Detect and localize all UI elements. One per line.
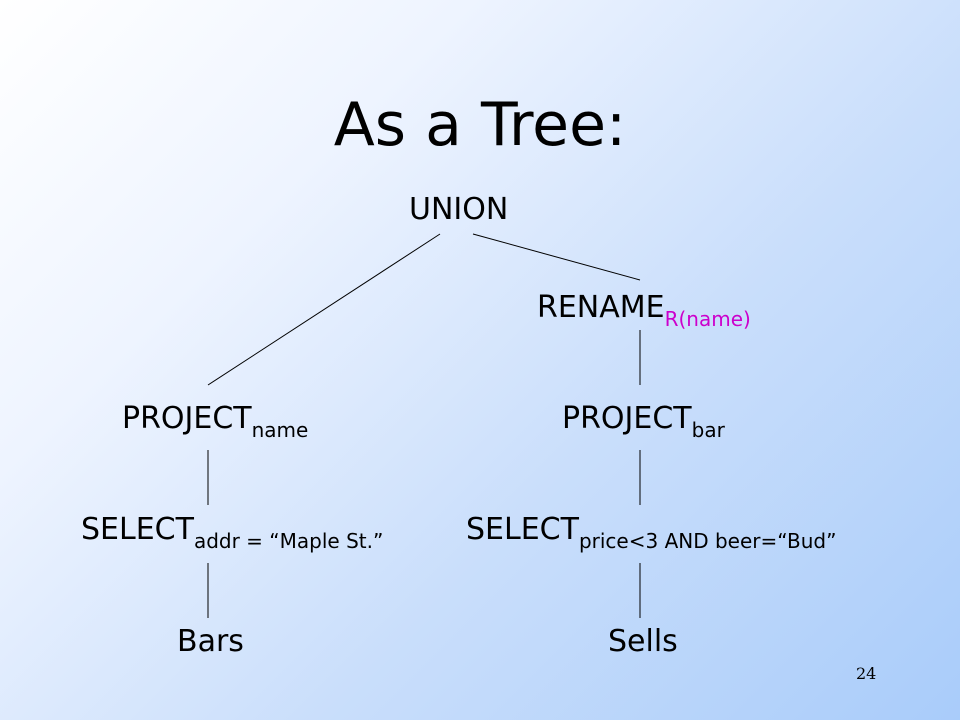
node-select-price-subscript: price<3 AND beer=“Bud”: [578, 529, 837, 553]
node-project-bar-subscript: bar: [691, 418, 725, 442]
node-rename-label: RENAME: [537, 290, 665, 325]
node-project-name: PROJECTname: [122, 401, 309, 442]
node-select-price: SELECTprice<3 AND beer=“Bud”: [466, 512, 837, 553]
slide-title: As a Tree:: [333, 90, 627, 160]
node-project-bar: PROJECTbar: [562, 401, 725, 442]
edge-union-to-project-name: [207, 233, 441, 386]
page-number: 24: [856, 664, 877, 683]
node-project-name-subscript: name: [251, 418, 309, 442]
node-select-addr-label: SELECT: [81, 512, 194, 547]
node-select-addr-subscript: addr = “Maple St.”: [193, 529, 384, 553]
node-rename: RENAMER(name): [537, 290, 751, 331]
node-select-price-label: SELECT: [466, 512, 579, 547]
node-union: UNION: [409, 192, 508, 228]
node-bars-label: Bars: [177, 624, 244, 659]
node-bars: Bars: [177, 624, 244, 660]
edge-union-to-rename: [472, 233, 641, 281]
node-project-bar-label: PROJECT: [562, 401, 692, 436]
node-rename-subscript: R(name): [664, 307, 751, 331]
node-select-addr: SELECTaddr = “Maple St.”: [81, 512, 384, 553]
node-union-label: UNION: [409, 192, 509, 227]
node-project-name-label: PROJECT: [122, 401, 252, 436]
node-sells: Sells: [608, 624, 678, 660]
node-sells-label: Sells: [608, 624, 678, 659]
